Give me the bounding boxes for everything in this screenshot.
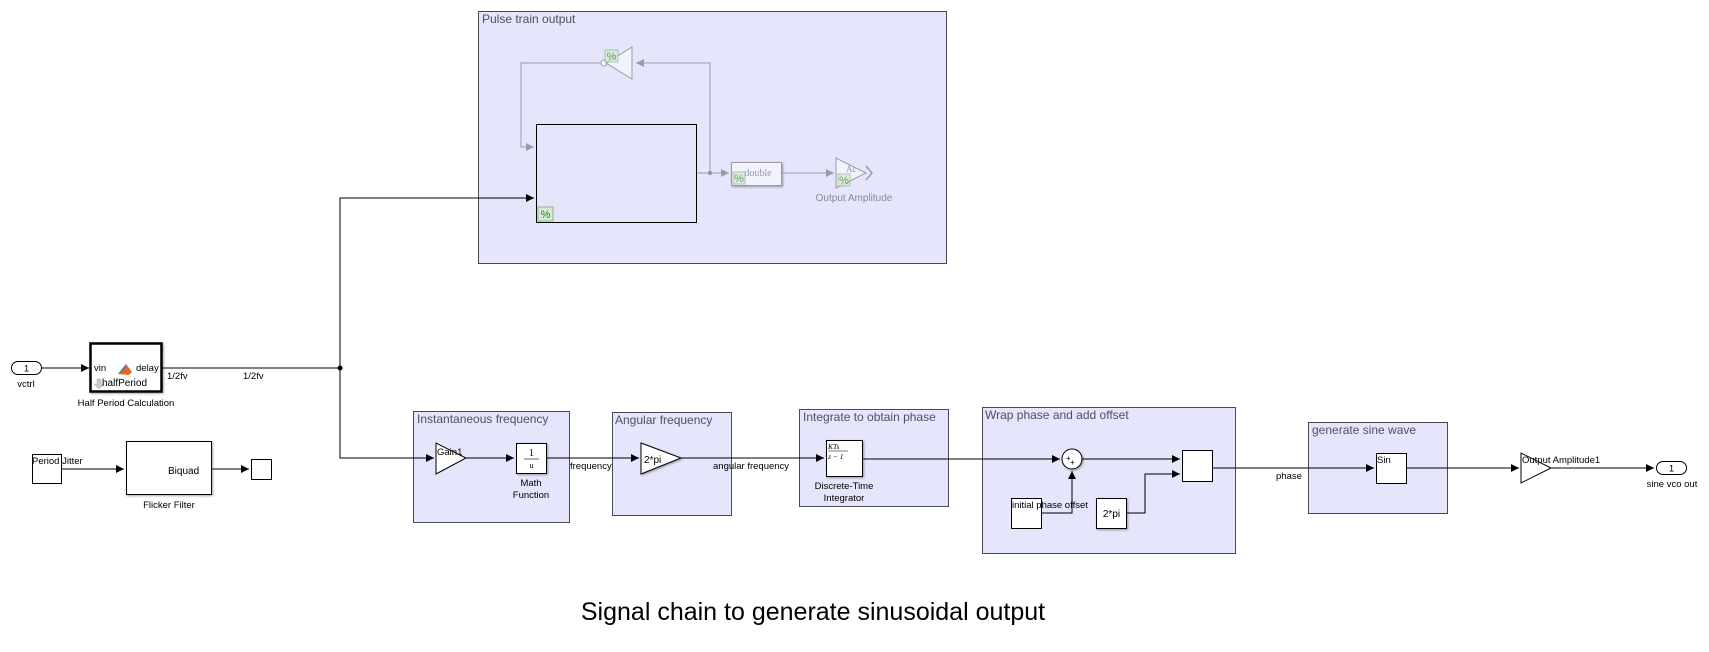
svg-text:%: % <box>607 51 617 63</box>
diagram-title-annotation: Signal chain to generate sinusoidal outp… <box>581 598 1045 626</box>
svg-text:Math: Math <box>520 478 541 489</box>
area-integrate-phase[interactable]: Integrate to obtain phase <box>799 409 949 507</box>
percent-badge-icon: % <box>537 206 554 222</box>
mod-block[interactable] <box>1182 450 1213 482</box>
svg-text:Gain1: Gain1 <box>437 447 462 458</box>
svg-text:KTs: KTs <box>827 442 839 451</box>
svg-text:double: double <box>744 168 772 179</box>
svg-text:1: 1 <box>24 364 29 375</box>
area-title: Pulse train output <box>482 12 576 26</box>
half-period-calculation-block[interactable]: vin delay halfPeriod Half Period Calcula… <box>78 342 175 410</box>
sum-block[interactable]: + + <box>1061 448 1083 470</box>
pulse-output-amplitude-gain[interactable]: Ac % Output Amplitude <box>816 157 893 204</box>
gain1-block[interactable]: Gain1 <box>435 442 468 475</box>
port-name: vctrl <box>17 379 34 390</box>
wire <box>1042 471 1076 514</box>
down-arrow-icon <box>93 378 105 390</box>
angular-gain-block[interactable]: 2*pi <box>640 442 683 475</box>
wire-half-period-out <box>162 194 534 462</box>
sin-block[interactable]: Sin <box>1376 453 1407 484</box>
area-title: Angular frequency <box>615 413 712 427</box>
signal-label: phase <box>1276 471 1302 482</box>
signal-label: 1/2fv <box>243 371 264 382</box>
signal-label: 1/2fv <box>167 371 188 382</box>
svg-text:u: u <box>530 461 534 470</box>
svg-text:1: 1 <box>529 448 534 459</box>
pulse-double-conversion[interactable]: double % <box>731 162 782 186</box>
discrete-time-integrator-block[interactable]: KTs z − 1 Discrete-Time Integrator <box>815 440 874 505</box>
svg-text:initial phase offset: initial phase offset <box>1012 500 1088 511</box>
svg-text:Ac: Ac <box>846 164 857 174</box>
area-angular-frequency[interactable]: Angular frequency <box>612 412 732 516</box>
port-name: sine vco out <box>1647 479 1698 490</box>
inport-vctrl[interactable]: 1 vctrl <box>11 361 42 391</box>
block-name: Flicker Filter <box>143 500 195 511</box>
initial-phase-offset-block[interactable]: initial phase offset <box>1011 498 1089 529</box>
svg-text:Function: Function <box>513 490 549 501</box>
wire <box>1127 470 1180 514</box>
svg-text:Integrator: Integrator <box>824 493 865 504</box>
pulse-generator-block[interactable]: % <box>536 124 697 223</box>
signal-label: angular frequency <box>713 461 789 472</box>
svg-text:halfPeriod: halfPeriod <box>102 378 147 389</box>
svg-text:Biquad: Biquad <box>168 466 199 477</box>
output-port-label: delay <box>136 363 159 374</box>
area-title: Instantaneous frequency <box>417 412 548 426</box>
svg-text:2*pi: 2*pi <box>1103 509 1120 520</box>
signal-label: frequency <box>570 461 612 472</box>
period-jitter-block[interactable]: Period Jitter <box>32 454 83 484</box>
svg-text:Output Amplitude1: Output Amplitude1 <box>1522 455 1600 466</box>
outport-sine-vco-out[interactable]: 1 sine vco out <box>1647 461 1698 491</box>
svg-text:%: % <box>839 175 849 187</box>
flicker-filter-block[interactable]: Biquad Flicker Filter <box>126 441 212 512</box>
block-name: Half Period Calculation <box>78 398 175 409</box>
input-port-label: vin <box>94 363 106 374</box>
area-title: Integrate to obtain phase <box>803 410 936 424</box>
area-title: Wrap phase and add offset <box>985 408 1129 422</box>
block-name: Output Amplitude <box>816 193 893 204</box>
svg-text:%: % <box>734 173 744 185</box>
svg-text:Sin: Sin <box>1377 455 1391 466</box>
svg-text:+: + <box>1066 454 1071 463</box>
svg-text:2*pi: 2*pi <box>644 455 661 466</box>
pulse-inverter-gain[interactable]: % <box>604 46 633 80</box>
svg-text:1: 1 <box>1669 464 1674 475</box>
math-function-block[interactable]: 1 u Math Function <box>513 443 549 502</box>
svg-text:z − 1: z − 1 <box>827 452 843 461</box>
pulse-feedback-loop <box>520 59 712 175</box>
terminator-block[interactable] <box>251 459 272 480</box>
svg-text:+: + <box>1070 458 1075 467</box>
matlab-logo-icon <box>118 364 132 375</box>
output-amplitude1-block[interactable]: Output Amplitude1 <box>1520 452 1600 484</box>
two-pi-constant-block[interactable]: 2*pi <box>1096 498 1127 529</box>
svg-text:Discrete-Time: Discrete-Time <box>815 481 874 492</box>
area-title: generate sine wave <box>1312 423 1416 437</box>
svg-text:%: % <box>541 209 551 221</box>
svg-text:Period Jitter: Period Jitter <box>32 456 83 467</box>
